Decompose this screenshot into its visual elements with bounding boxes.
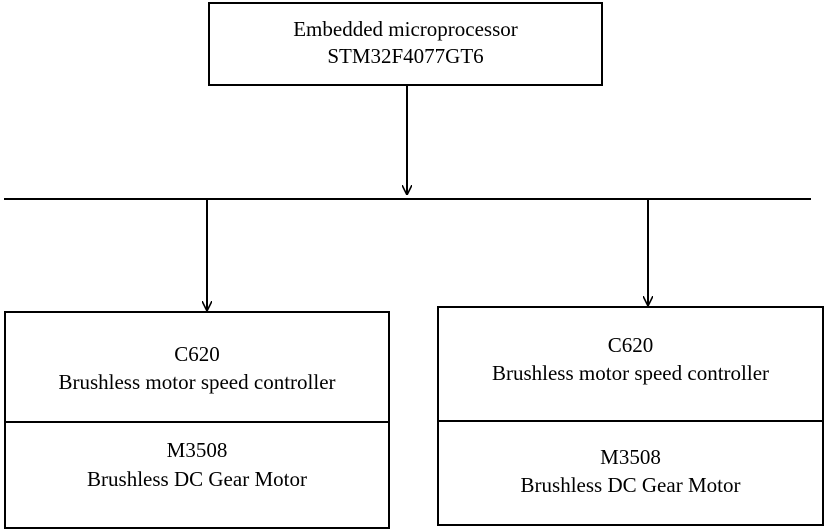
left-module-box: C620 Brushless motor speed controller M3…: [4, 311, 390, 529]
processor-box: Embedded microprocessor STM32F4077GT6: [208, 2, 603, 86]
left-motor-description: Brushless DC Gear Motor: [87, 467, 307, 491]
right-motor-model: M3508: [600, 445, 661, 469]
right-controller-description: Brushless motor speed controller: [491, 361, 770, 385]
left-controller-model: C620: [174, 342, 220, 366]
left-module-divider: [6, 421, 388, 423]
left-motor-model: M3508: [166, 438, 228, 462]
processor-name: Embedded microprocessor: [293, 17, 518, 41]
right-controller-model: C620: [607, 333, 654, 357]
right-module-divider: [439, 420, 822, 422]
right-motor-description: Brushless DC Gear Motor: [520, 473, 741, 497]
right-module-box: C620 Brushless motor speed controller M3…: [437, 306, 824, 526]
processor-model: STM32F4077GT6: [327, 44, 484, 68]
left-controller-description: Brushless motor speed controller: [58, 370, 336, 394]
